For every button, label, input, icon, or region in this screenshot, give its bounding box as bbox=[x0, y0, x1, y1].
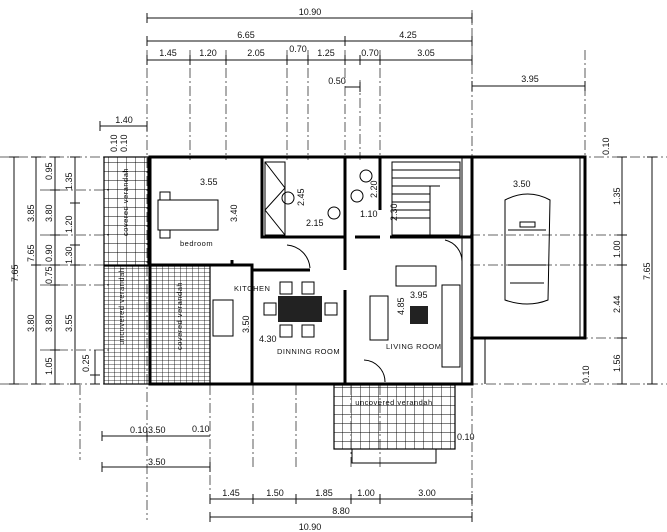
dim-left-col2: 1.05 bbox=[44, 357, 54, 375]
dim-top-seg: 1.20 bbox=[199, 48, 217, 58]
entry-verandah bbox=[333, 384, 456, 450]
dim-bottom-seg: 1.45 bbox=[222, 488, 240, 498]
dim-top-seg: 1.45 bbox=[159, 48, 177, 58]
dim-bottom-seg: 3.00 bbox=[418, 488, 436, 498]
dim-right-seg: 1.56 bbox=[612, 354, 622, 372]
kitchen-label: KITCHEN bbox=[234, 284, 270, 293]
garage-width: 3.50 bbox=[513, 179, 531, 189]
dim-top-seg: 0.70 bbox=[361, 48, 379, 58]
dim-bottom-seg: 1.00 bbox=[357, 488, 375, 498]
dim-top-wall: 0.10 bbox=[109, 134, 119, 152]
dim-right-seg: 1.35 bbox=[612, 187, 622, 205]
entry-steps bbox=[351, 448, 437, 464]
living-width: 3.95 bbox=[410, 290, 428, 300]
top-dimensions: 10.90 6.65 4.25 1.45 1.20 2.05 0.70 1.25… bbox=[99, 7, 586, 152]
entry-verandah-label: uncovered verandah bbox=[355, 398, 432, 407]
stairs-depth: 2.30 bbox=[389, 203, 399, 221]
covered-verandah bbox=[103, 156, 149, 266]
armchair bbox=[395, 265, 437, 287]
bed bbox=[157, 199, 219, 231]
dim-left-col2: 0.75 bbox=[44, 266, 54, 284]
furniture bbox=[157, 169, 461, 368]
kitchen-depth: 3.50 bbox=[241, 315, 251, 333]
living-depth: 4.85 bbox=[396, 297, 406, 315]
pergola-label: covered verandah bbox=[175, 282, 184, 350]
dim-left-small: 0.25 bbox=[81, 354, 91, 372]
dining-width: 4.30 bbox=[259, 334, 277, 344]
dim-left-total: 7.65 bbox=[10, 264, 20, 282]
verandahs: covered verandah uncovered verandah cove… bbox=[103, 156, 456, 464]
dim-bottom-wall-right: 0.10 bbox=[457, 432, 475, 442]
dim-right-bottom-wall: 0.10 bbox=[581, 365, 591, 383]
dim-left-col2-overlap: 3.80 bbox=[44, 314, 54, 332]
uncovered-verandah-pergola bbox=[103, 265, 211, 385]
wc-width: 2.20 bbox=[369, 180, 379, 198]
dim-bottom-seg-b: 3.50 bbox=[148, 457, 166, 467]
dining-table bbox=[278, 296, 322, 322]
walls bbox=[148, 155, 587, 386]
dim-right-top-wall: 0.10 bbox=[601, 137, 611, 155]
dim-top-offset: 0.50 bbox=[328, 76, 346, 86]
bath-width: 2.45 bbox=[296, 188, 306, 206]
left-dimensions: 7.65 3.85 7.65 3.80 0.95 3.80 0.90 0.75 … bbox=[9, 156, 100, 385]
dim-bottom-inner-total: 8.80 bbox=[332, 506, 350, 516]
wc-depth: 1.10 bbox=[360, 209, 378, 219]
dim-left-col2: 0.90 bbox=[44, 244, 54, 262]
dim-left-col3: 3.55 bbox=[64, 314, 74, 332]
bottom-dimensions: 0.10 3.50 0.10 3.50 0.10 1.45 1.50 1.85 … bbox=[101, 424, 475, 532]
coffee-table bbox=[410, 306, 428, 324]
bedroom-label: bedroom bbox=[180, 239, 213, 248]
kitchen-counter bbox=[212, 299, 234, 337]
bath-depth: 2.15 bbox=[306, 218, 324, 228]
dim-left-col2: 0.95 bbox=[44, 162, 54, 180]
dim-right-total: 7.65 bbox=[642, 262, 652, 280]
living-label: LIVING ROOM bbox=[386, 342, 442, 351]
sofa-right bbox=[441, 284, 461, 368]
dim-bottom-seg: 1.50 bbox=[266, 488, 284, 498]
dim-top-total: 10.90 bbox=[299, 7, 322, 17]
dim-bottom-seg: 1.85 bbox=[315, 488, 333, 498]
dim-right-seg: 2.44 bbox=[612, 295, 622, 313]
dim-verandah-width: 1.40 bbox=[115, 115, 133, 125]
dining-label: DINNING ROOM bbox=[277, 347, 340, 356]
dim-top-right-span: 4.25 bbox=[399, 30, 417, 40]
dim-left-upper: 3.85 bbox=[26, 204, 36, 222]
dim-garage-width: 3.95 bbox=[521, 74, 539, 84]
dim-top-seg: 3.05 bbox=[417, 48, 435, 58]
room-labels: 3.55 3.40 bedroom 2.45 2.15 2.20 1.10 2.… bbox=[180, 177, 531, 356]
covered-verandah-label: covered verandah bbox=[121, 168, 130, 236]
dim-top-seg: 2.05 bbox=[247, 48, 265, 58]
right-dimensions: 1.35 1.00 2.44 1.56 7.65 0.10 0.10 bbox=[581, 137, 657, 385]
bedroom-width: 3.55 bbox=[200, 177, 218, 187]
dim-bottom-seg-a: 3.50 bbox=[148, 425, 166, 435]
dim-top-seg: 0.70 bbox=[289, 44, 307, 54]
dim-bottom-total: 10.90 bbox=[299, 522, 322, 532]
dim-left-col2-overlap: 3.80 bbox=[44, 204, 54, 222]
sofa-left bbox=[369, 295, 389, 341]
dim-bottom-prefix: 0.10 bbox=[130, 425, 148, 435]
dim-left-col3: 1.35 bbox=[64, 172, 74, 190]
dim-top-seg: 1.25 bbox=[317, 48, 335, 58]
dim-bottom-wall-left: 0.10 bbox=[192, 424, 210, 434]
dim-top-wall: 0.10 bbox=[119, 134, 129, 152]
dim-left-lower: 3.80 bbox=[26, 314, 36, 332]
dim-right-seg: 1.00 bbox=[612, 240, 622, 258]
uncovered-verandah-label: uncovered verandah bbox=[117, 268, 126, 345]
bedroom-depth: 3.40 bbox=[229, 204, 239, 222]
dim-left-mid: 7.65 bbox=[26, 244, 36, 262]
car-icon bbox=[504, 193, 551, 305]
dim-left-col3: 1.20 bbox=[64, 215, 74, 233]
dim-top-left-span: 6.65 bbox=[237, 30, 255, 40]
dim-left-col3: 1.30 bbox=[64, 246, 74, 264]
